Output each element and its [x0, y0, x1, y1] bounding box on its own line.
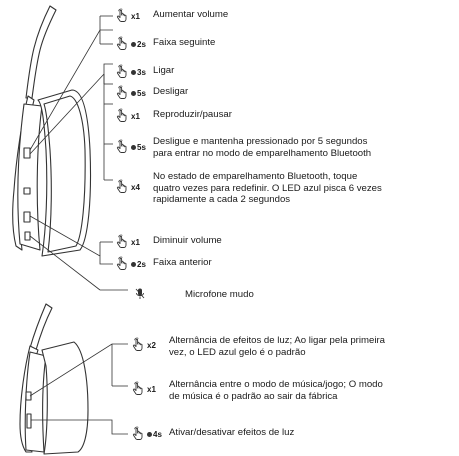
control-power-off: 5s Desligar — [114, 85, 188, 101]
hold-dot-icon — [131, 42, 136, 47]
connector-lines — [29, 15, 128, 435]
control-label: Diminuir volume — [153, 235, 222, 246]
control-reset: x4 No estado de emparelhamento Bluetooth… — [114, 170, 382, 206]
control-label: Aumentar volume — [153, 9, 229, 20]
hold-dot-icon — [147, 432, 152, 437]
hold-dot-icon — [131, 70, 136, 75]
control-previous-track: 2s Faixa anterior — [114, 256, 212, 272]
hand-tap-icon — [114, 36, 130, 52]
control-label: Alternância de efeitos de luz; Ao ligar … — [169, 335, 385, 358]
control-label: Ativar/desativar efeitos de luz — [169, 427, 295, 438]
hand-tap-icon — [114, 139, 130, 155]
control-light-effects-toggle: 4s Ativar/desativar efeitos de luz — [130, 426, 294, 442]
control-music-game-mode: x1 Alternância entre o modo de música/jo… — [130, 378, 383, 402]
hold-dot-icon — [131, 262, 136, 267]
press-count: x1 — [131, 238, 140, 247]
hand-tap-icon — [130, 426, 146, 442]
hold-dot-icon — [131, 91, 136, 96]
control-volume-down: x1 Diminuir volume — [114, 234, 222, 250]
control-label: Ligar — [153, 65, 175, 76]
hold-duration: 3s — [131, 68, 151, 77]
headphone-bottom-illustration — [19, 303, 89, 455]
press-count: x1 — [131, 12, 140, 21]
hand-tap-icon — [114, 64, 130, 80]
hand-tap-icon — [114, 179, 130, 195]
hand-tap-icon — [130, 337, 146, 353]
hand-tap-icon — [114, 108, 130, 124]
control-label: No estado de emparelhamento Bluetooth, t… — [153, 171, 382, 205]
control-power-on: 3s Ligar — [114, 64, 174, 80]
press-count: x2 — [147, 341, 156, 350]
microphone-mute-icon — [135, 288, 145, 300]
control-label: Faixa seguinte — [153, 37, 216, 48]
control-label: Alternância entre o modo de música/jogo;… — [169, 379, 383, 402]
control-label: Microfone mudo — [185, 289, 254, 300]
control-play-pause: x1 Reproduzir/pausar — [114, 108, 232, 124]
hold-duration: 2s — [131, 40, 151, 49]
control-label: Desligue e mantenha pressionado por 5 se… — [153, 136, 372, 159]
control-label: Reproduzir/pausar — [153, 109, 232, 120]
hold-dot-icon — [131, 145, 136, 150]
press-count: x4 — [131, 183, 140, 192]
hold-duration: 2s — [131, 260, 151, 269]
control-mic-mute: Microfone mudo — [135, 288, 254, 301]
control-label: Desligar — [153, 86, 189, 97]
control-label: Faixa anterior — [153, 257, 212, 268]
hold-duration: 5s — [131, 143, 151, 152]
hold-duration: 5s — [131, 89, 151, 98]
control-light-effects-switch: x2 Alternância de efeitos de luz; Ao lig… — [130, 334, 385, 358]
press-count: x1 — [147, 385, 156, 394]
control-volume-up: x1 Aumentar volume — [114, 8, 228, 24]
hand-tap-icon — [114, 8, 130, 24]
hold-duration: 4s — [147, 430, 167, 439]
control-bluetooth-pairing: 5s Desligue e mantenha pressionado por 5… — [114, 135, 371, 159]
control-next-track: 2s Faixa seguinte — [114, 36, 215, 52]
hand-tap-icon — [114, 234, 130, 250]
hand-tap-icon — [114, 85, 130, 101]
hand-tap-icon — [130, 381, 146, 397]
hand-tap-icon — [114, 256, 130, 272]
press-count: x1 — [131, 112, 140, 121]
